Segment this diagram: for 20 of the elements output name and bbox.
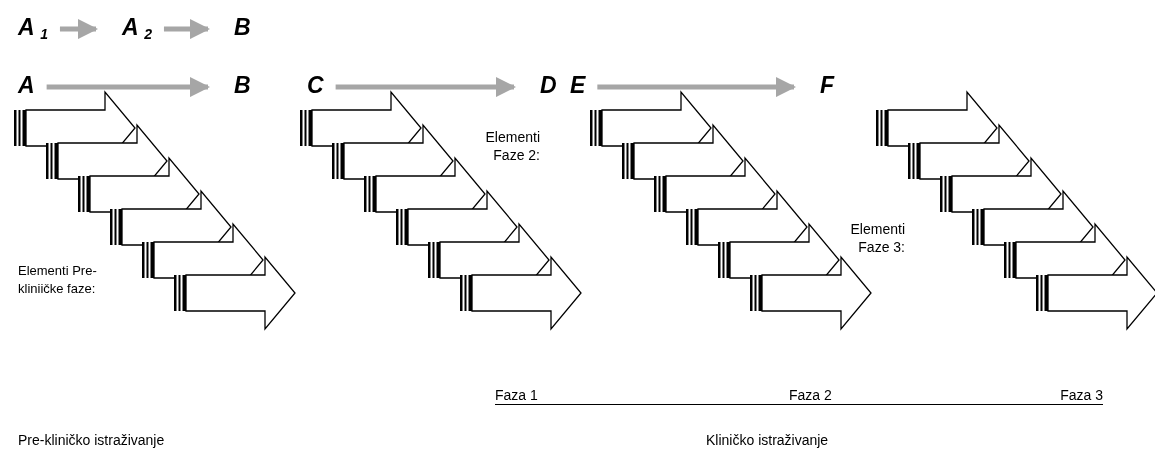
- arrow: [59, 19, 98, 40]
- letter-label: B: [222, 70, 263, 101]
- letter-label: B: [222, 12, 263, 43]
- section-label: Kliničko istraživanje: [706, 431, 829, 450]
- letter-label: A $_{1}$: [6, 12, 60, 43]
- letter-label: F: [808, 70, 847, 101]
- arrow: [46, 77, 210, 98]
- arrow: [163, 19, 210, 40]
- phase-label: Faza 1: [495, 386, 538, 405]
- section-label: Pre-kliničko istraživanje: [18, 431, 165, 450]
- caption-text: Elementi Faze 3:: [849, 220, 905, 256]
- arrow: [335, 77, 516, 98]
- arrow: [597, 77, 796, 98]
- letter-label: A $_{2}$: [110, 12, 164, 43]
- phase-label: Faza 3: [1060, 386, 1103, 405]
- letter-label: C: [295, 70, 336, 101]
- letter-label: A: [6, 70, 47, 101]
- caption-text: Elementi Faze 2:: [484, 128, 540, 164]
- caption-text: Elementi Pre-kliniičke faze:: [18, 262, 98, 298]
- phase-label: Faza 2: [789, 386, 832, 405]
